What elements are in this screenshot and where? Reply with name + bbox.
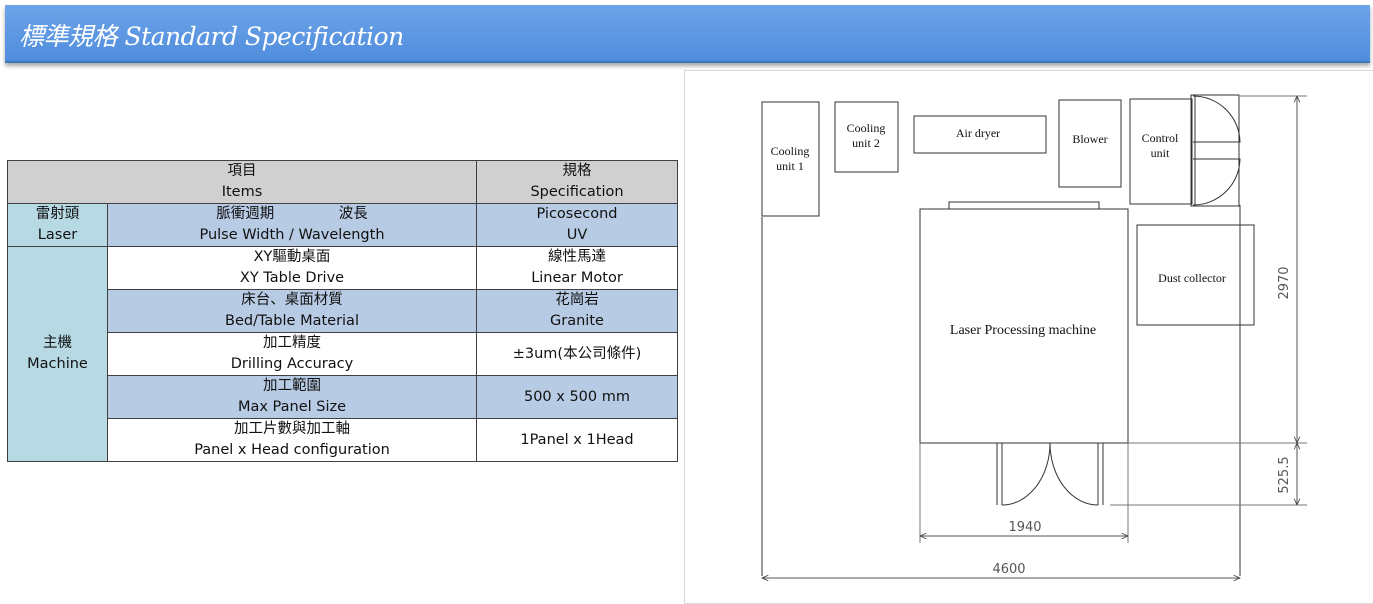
category-machine: 主機 Machine — [7, 246, 108, 462]
table-row: 主機 Machine XY驅動桌面 XY Table Drive 線性馬達 Li… — [7, 246, 678, 462]
spec-line2: Linear Motor — [531, 270, 623, 286]
category-zh: 主機 — [43, 335, 72, 351]
category-en: Laser — [37, 227, 78, 243]
table-row: 加工範圍 Max Panel Size 500 x 500 mm — [8, 375, 678, 419]
category-zh: 雷射頭 — [35, 206, 80, 222]
item-cell: 床台、桌面材質 Bed/Table Material — [107, 289, 477, 333]
header-items-zh: 項目 — [227, 163, 257, 179]
control-unit-label-2: unit — [1151, 146, 1170, 160]
item-en: Panel x Head configuration — [194, 442, 390, 458]
spec-cell: ±3um(本公司條件) — [476, 332, 678, 376]
item-zh: 脈衝週期 波長 — [216, 206, 368, 222]
spec-cell: 1Panel x 1Head — [476, 418, 678, 462]
title-bar: 標準規格 Standard Specification — [5, 5, 1370, 63]
dim-depth-value: 2970 — [1277, 266, 1292, 299]
spec-line1: 線性馬達 — [548, 249, 606, 265]
layout-drawing: Cooling unit 1 Cooling unit 2 Air dryer … — [684, 70, 1373, 604]
spec-line2: Granite — [550, 313, 604, 329]
cooling-unit-1-label-2: unit 1 — [776, 159, 804, 173]
item-cell: 脈衝週期 波長 Pulse Width / Wavelength — [107, 203, 477, 247]
air-dryer-label: Air dryer — [956, 126, 1000, 140]
spec-cell: 線性馬達 Linear Motor — [476, 246, 678, 290]
item-cell: 加工片數與加工軸 Panel x Head configuration — [107, 418, 477, 462]
item-zh: XY驅動桌面 — [253, 249, 331, 265]
spec-table: 項目 Items 規格 Specification 雷射頭 Laser 脈衝週期… — [7, 160, 678, 462]
header-items-en: Items — [221, 184, 263, 200]
table-row: 加工片數與加工軸 Panel x Head configuration 1Pan… — [8, 418, 678, 462]
control-unit-door-top — [1192, 95, 1241, 143]
air-dryer — [913, 115, 1047, 154]
table-row: 雷射頭 Laser 脈衝週期 波長 Pulse Width / Waveleng… — [7, 203, 678, 247]
header-spec-en: Specification — [530, 184, 624, 200]
item-en: Max Panel Size — [237, 399, 347, 415]
item-cell: 加工範圍 Max Panel Size — [107, 375, 477, 419]
page-title: 標準規格 Standard Specification — [19, 22, 404, 51]
cooling-unit-1 — [761, 101, 820, 217]
item-cell: 加工精度 Drilling Accuracy — [107, 332, 477, 376]
spec-cell: 花崗岩 Granite — [476, 289, 678, 333]
spec-line1: 1Panel x 1Head — [520, 431, 634, 448]
spec-cell: 500 x 500 mm — [476, 375, 678, 419]
category-laser: 雷射頭 Laser — [7, 203, 108, 247]
dim-total-width-value: 4600 — [992, 562, 1025, 577]
table-row: 床台、桌面材質 Bed/Table Material 花崗岩 Granite — [8, 289, 678, 333]
item-en: Drilling Accuracy — [230, 356, 354, 372]
category-en: Machine — [27, 356, 88, 372]
machine-top-rail — [948, 201, 1100, 210]
machine-door-right — [1049, 442, 1099, 506]
blower-label: Blower — [1072, 132, 1107, 146]
header-items: 項目 Items — [7, 160, 477, 204]
control-unit-label-1: Control — [1142, 131, 1179, 145]
control-unit-door-bottom — [1192, 158, 1241, 206]
spec-line1: ±3um(本公司條件) — [512, 345, 642, 362]
cooling-unit-2 — [834, 101, 899, 173]
item-zh: 加工精度 — [263, 335, 321, 351]
machine-door-left — [1001, 442, 1051, 506]
item-en: XY Table Drive — [239, 270, 345, 286]
item-en: Bed/Table Material — [225, 313, 359, 329]
spec-cell: Picosecond UV — [476, 203, 678, 247]
dim-machine-width-value: 1940 — [1008, 520, 1041, 535]
item-zh: 加工片數與加工軸 — [234, 421, 350, 437]
layout-drawing-svg: Cooling unit 1 Cooling unit 2 Air dryer … — [685, 94, 1307, 603]
cooling-unit-1-label-1: Cooling — [771, 144, 810, 158]
dust-collector-label: Dust collector — [1158, 271, 1226, 285]
item-en: Pulse Width / Wavelength — [199, 227, 385, 243]
dim-door-clearance-value: 525.5 — [1277, 456, 1292, 493]
table-header-row: 項目 Items 規格 Specification — [7, 160, 678, 204]
spec-line1: 花崗岩 — [555, 292, 599, 308]
cooling-unit-2-label-2: unit 2 — [852, 136, 880, 150]
header-spec-zh: 規格 — [562, 163, 592, 179]
control-unit — [1129, 98, 1193, 205]
spec-line2: UV — [566, 227, 588, 243]
item-zh: 加工範圍 — [263, 378, 321, 394]
item-cell: XY驅動桌面 XY Table Drive — [107, 246, 477, 290]
laser-processing-machine — [919, 208, 1129, 444]
header-spec: 規格 Specification — [476, 160, 678, 204]
laser-machine-label: Laser Processing machine — [950, 323, 1096, 338]
control-unit-door-frame — [1190, 94, 1240, 207]
item-zh: 床台、桌面材質 — [241, 292, 343, 308]
spec-line1: 500 x 500 mm — [523, 388, 630, 405]
spec-line1: Picosecond — [536, 206, 618, 222]
table-row: 加工精度 Drilling Accuracy ±3um(本公司條件) — [8, 332, 678, 376]
dust-collector — [1136, 224, 1255, 326]
blower — [1058, 99, 1122, 188]
cooling-unit-2-label-1: Cooling — [847, 121, 886, 135]
